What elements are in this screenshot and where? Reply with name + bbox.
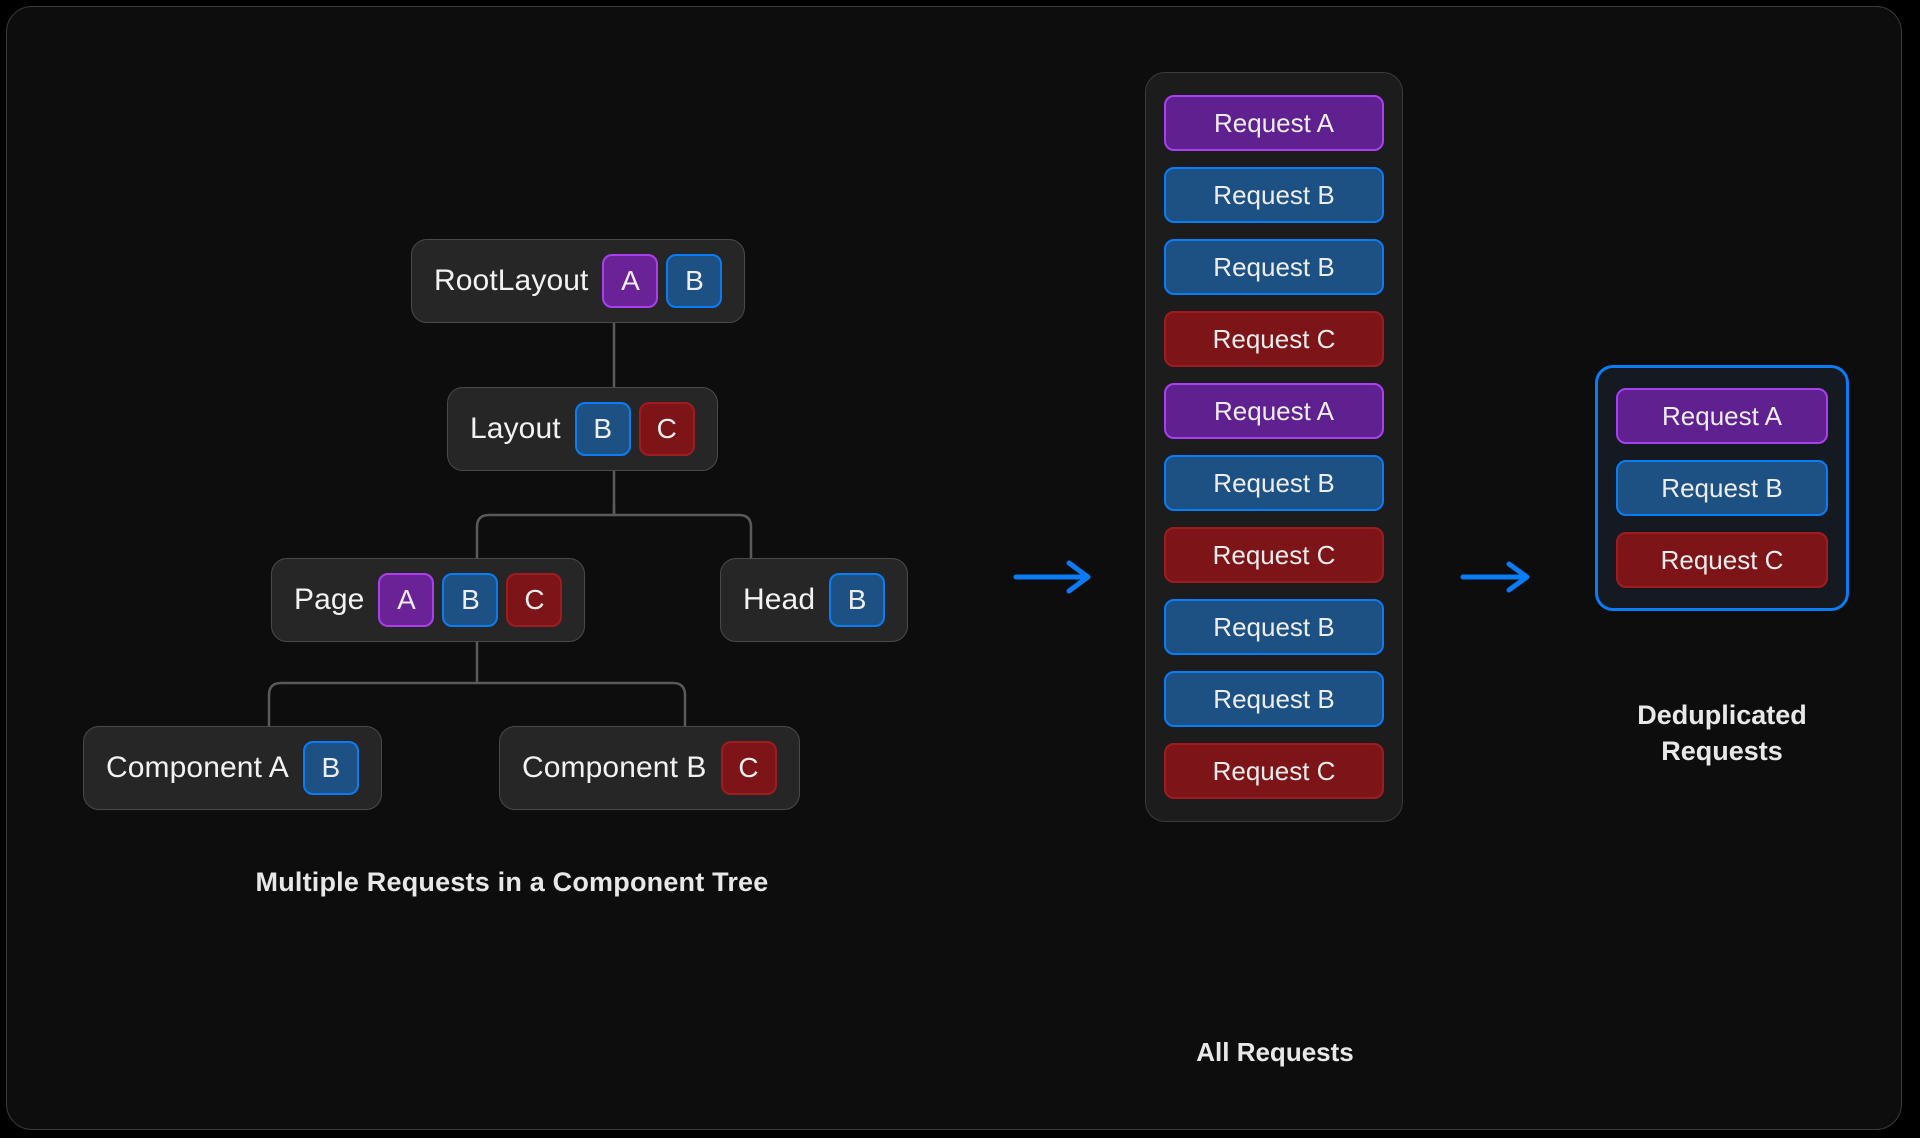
tree-node-rootlayout[interactable]: RootLayout A B — [411, 239, 746, 323]
all-request-item[interactable]: Request B — [1164, 599, 1384, 655]
tree-caption: Multiple Requests in a Component Tree — [255, 867, 769, 897]
tree-node-component-a[interactable]: Component A B — [83, 726, 382, 810]
deduplicated-request-item[interactable]: Request C — [1616, 532, 1828, 588]
tree-node-badges: B — [829, 573, 886, 627]
tree-node-page[interactable]: Page A B C — [271, 558, 586, 642]
tree-node-layout[interactable]: Layout B C — [447, 387, 718, 471]
badge-b[interactable]: B — [442, 573, 499, 627]
tree-node-label: Component A — [106, 751, 289, 784]
all-requests-panel: Request A Request B Request B Request C Requ… — [1145, 72, 1403, 822]
tree-node-head[interactable]: Head B — [720, 558, 909, 642]
deduplicated-requests-panel: Request A Request B Request C — [1595, 365, 1849, 611]
badge-c[interactable]: C — [720, 741, 777, 795]
all-request-item[interactable]: Request B — [1164, 167, 1384, 223]
tree-node-label: Page — [294, 583, 365, 616]
all-requests-caption: All Requests — [1196, 1037, 1354, 1067]
tree-node-badges: C — [720, 741, 777, 795]
dedup-caption-line-1: Deduplicated — [1637, 700, 1807, 730]
deduplicated-request-item[interactable]: Request B — [1616, 460, 1828, 516]
tree-node-badges: B C — [574, 402, 695, 456]
all-request-item[interactable]: Request A — [1164, 95, 1384, 151]
tree-node-badges: B — [302, 741, 359, 795]
all-request-item[interactable]: Request C — [1164, 527, 1384, 583]
tree-node-label: Head — [743, 583, 816, 616]
tree-node-label: Layout — [470, 412, 561, 445]
arrow-tree-to-all-icon — [1013, 560, 1091, 594]
tree-node-badges: A B C — [378, 573, 563, 627]
arrow-all-to-dedup-icon — [1460, 561, 1530, 593]
tree-node-component-b[interactable]: Component B C — [499, 726, 800, 810]
all-request-item[interactable]: Request C — [1164, 743, 1384, 799]
badge-b[interactable]: B — [666, 254, 723, 308]
component-tree-section: RootLayout A B Layout B C Page A B — [7, 7, 1017, 1129]
tree-node-label: Component B — [522, 751, 707, 784]
all-request-item[interactable]: Request B — [1164, 671, 1384, 727]
all-request-item[interactable]: Request A — [1164, 383, 1384, 439]
badge-b[interactable]: B — [302, 741, 359, 795]
badge-c[interactable]: C — [638, 402, 695, 456]
diagram-frame: RootLayout A B Layout B C Page A B — [6, 6, 1902, 1130]
badge-b[interactable]: B — [574, 402, 631, 456]
deduplicated-requests-caption: Deduplicated Requests — [1577, 697, 1867, 770]
all-request-item[interactable]: Request C — [1164, 311, 1384, 367]
deduplicated-request-item[interactable]: Request A — [1616, 388, 1828, 444]
badge-c[interactable]: C — [506, 573, 563, 627]
tree-node-badges: A B — [602, 254, 723, 308]
tree-node-label: RootLayout — [434, 264, 589, 297]
dedup-caption-line-2: Requests — [1661, 736, 1783, 767]
all-request-item[interactable]: Request B — [1164, 239, 1384, 295]
badge-b[interactable]: B — [829, 573, 886, 627]
badge-a[interactable]: A — [378, 573, 435, 627]
all-request-item[interactable]: Request B — [1164, 455, 1384, 511]
badge-a[interactable]: A — [602, 254, 659, 308]
